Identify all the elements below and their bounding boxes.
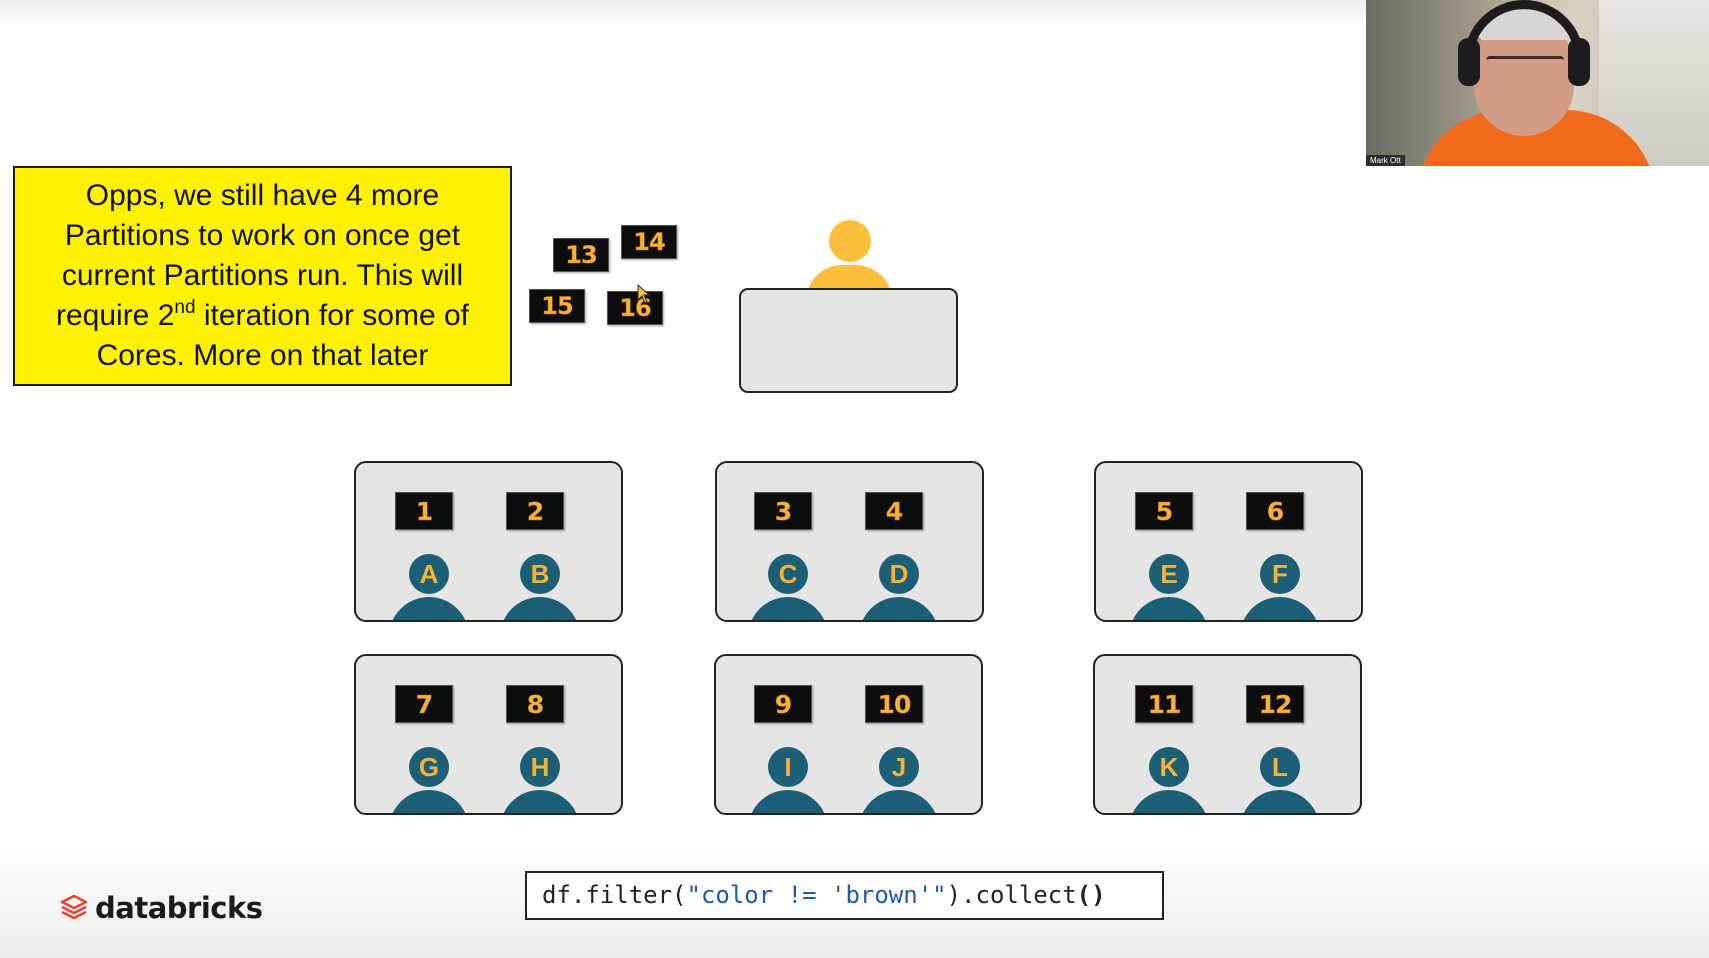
callout-note: Opps, we still have 4 more Partitions to… (13, 166, 512, 386)
mouse-cursor-icon (637, 284, 651, 304)
partition-flag: 6 (1246, 492, 1304, 530)
core-label: F (1260, 554, 1300, 594)
core-label: E (1149, 554, 1189, 594)
core-d: 4 D (854, 463, 944, 620)
worker-node-1: 1 A 2 B (354, 461, 623, 622)
worker-node-5: 9 I 10 J (714, 654, 983, 815)
core-label: G (409, 747, 449, 787)
core-label: J (879, 747, 919, 787)
worker-node-4: 7 G 8 H (354, 654, 623, 815)
core-body (389, 597, 469, 620)
partition-flag: 8 (506, 685, 564, 723)
logo-text: databricks (95, 891, 263, 925)
partition-flag: 10 (865, 685, 923, 723)
core-body (1129, 597, 1209, 620)
core-label: B (520, 554, 560, 594)
core-label: H (520, 747, 560, 787)
headphones-icon (1464, 0, 1584, 70)
core-body (859, 597, 939, 620)
core-label: K (1149, 747, 1189, 787)
core-body (389, 790, 469, 813)
partition-15-flag: 15 (529, 289, 585, 323)
core-j: 10 J (854, 656, 944, 813)
databricks-logo: databricks (59, 891, 263, 925)
partition-flag: 11 (1135, 685, 1193, 723)
note-line-4: require 2nd iteration for some of (55, 297, 469, 332)
core-c: 3 C (743, 463, 833, 620)
core-body (748, 790, 828, 813)
partition-flag: 9 (754, 685, 812, 723)
core-body (1240, 597, 1320, 620)
core-label: I (768, 747, 808, 787)
note-line-2: Partitions to work on once get (64, 219, 461, 252)
core-label: C (768, 554, 808, 594)
core-g: 7 G (384, 656, 474, 813)
partition-flag: 3 (754, 492, 812, 530)
core-label: A (409, 554, 449, 594)
core-body (1240, 790, 1320, 813)
core-l: 12 L (1235, 656, 1325, 813)
core-label: D (879, 554, 919, 594)
worker-node-2: 3 C 4 D (715, 461, 984, 622)
partition-14-flag: 14 (621, 225, 677, 259)
core-e: 5 E (1124, 463, 1214, 620)
partition-13-flag: 13 (553, 238, 609, 272)
core-body (748, 597, 828, 620)
partition-flag: 2 (506, 492, 564, 530)
note-line-3: current Partitions run. This will (61, 259, 464, 292)
presenter-name: Mark Ott (1366, 155, 1405, 166)
core-k: 11 K (1124, 656, 1214, 813)
worker-node-3: 5 E 6 F (1094, 461, 1363, 622)
note-line-1: Opps, we still have 4 more (85, 179, 440, 212)
databricks-stack-icon (60, 894, 88, 920)
core-h: 8 H (495, 656, 585, 813)
partition-flag: 12 (1246, 685, 1304, 723)
partition-flag: 5 (1135, 492, 1193, 530)
core-i: 9 I (743, 656, 833, 813)
driver-desk (739, 288, 958, 393)
partition-flag: 7 (395, 685, 453, 723)
note-line-5: Cores. More on that later (96, 339, 429, 372)
worker-node-6: 11 K 12 L (1093, 654, 1362, 815)
partition-flag: 4 (865, 492, 923, 530)
core-body (500, 790, 580, 813)
driver-head (829, 220, 871, 262)
partition-16-flag: 16 (607, 291, 663, 325)
core-body (500, 597, 580, 620)
core-a: 1 A (384, 463, 474, 620)
core-body (859, 790, 939, 813)
core-b: 2 B (495, 463, 585, 620)
core-body (1129, 790, 1209, 813)
partition-flag: 1 (395, 492, 453, 530)
core-f: 6 F (1235, 463, 1325, 620)
presenter-video: Mark Ott (1366, 0, 1709, 166)
code-snippet: df.filter("color != 'brown'").collect() (525, 871, 1164, 920)
core-label: L (1260, 747, 1300, 787)
